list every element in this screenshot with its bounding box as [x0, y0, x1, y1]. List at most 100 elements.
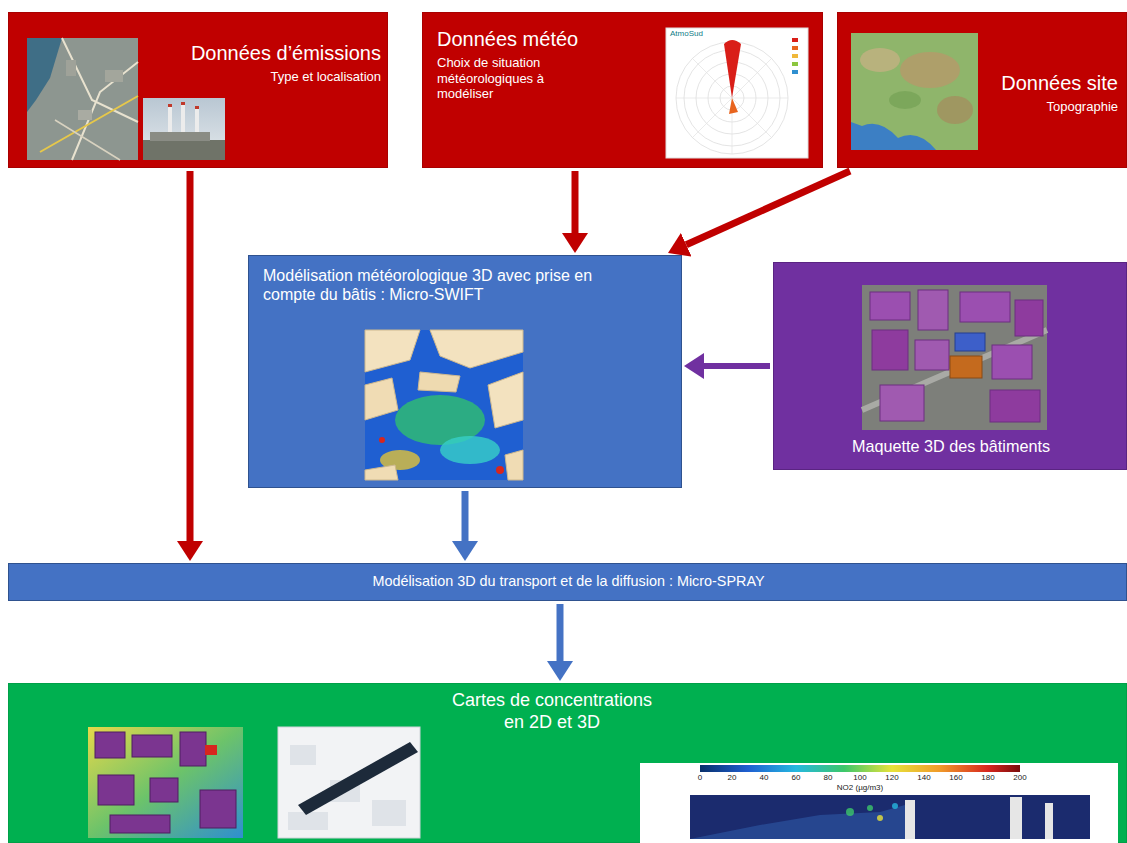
model-box: Modélisation météorologique 3D avec pris… — [248, 255, 682, 488]
text-block: Données météoChoix de situation météorol… — [437, 27, 657, 102]
output-band: Cartes de concentrations en 2D et 3D — [8, 683, 1127, 843]
wind-rose-chart-part — [696, 62, 768, 134]
building-3d-model-part — [1015, 300, 1043, 336]
cross-section-plane-view — [278, 727, 420, 838]
wind-rose-chart-part — [720, 86, 744, 110]
flow-arrow — [187, 171, 194, 541]
topography-map-part — [900, 52, 960, 88]
text-block: Données siteTopographie — [984, 71, 1118, 115]
colorbar-tick: 100 — [853, 774, 866, 783]
building-3d-model-part — [862, 285, 1047, 430]
building-3d-model-part — [872, 330, 908, 370]
topography-map-part — [889, 91, 921, 109]
wind-field-3d-view-part — [440, 436, 500, 464]
box-heading: Modélisation 3D du transport et de la di… — [9, 573, 1127, 590]
text-block: Maquette 3D des bâtiments — [774, 437, 1127, 456]
concentration-map-2d-part — [132, 735, 172, 757]
wind-rose-chart-part — [684, 50, 780, 146]
wind-field-3d-view-part — [365, 330, 523, 480]
vertical-concentration-section-part — [690, 795, 1090, 839]
building-3d-model-part — [862, 330, 1047, 410]
colorbar-tick: 60 — [792, 774, 801, 783]
flow-arrow — [572, 171, 579, 233]
building-3d-model-part — [990, 390, 1040, 422]
box-heading: Données météo — [437, 27, 657, 51]
cross-section-plane-view-part — [288, 812, 328, 830]
vertical-concentration-section-part — [640, 763, 1118, 843]
wind-rose-chart-part — [666, 28, 808, 158]
box-subtitle: Choix de situation météorologiques à mod… — [437, 55, 565, 102]
cross-section-plane-view-part — [290, 745, 316, 765]
box-heading: Cartes de concentrations en 2D et 3D — [441, 690, 663, 733]
chimney-photo-part — [150, 132, 210, 141]
topography-map-part — [851, 33, 978, 150]
wind-field-3d-view-part — [496, 466, 504, 474]
input-box: Données siteTopographie — [837, 12, 1127, 168]
chimney-photo-part — [168, 104, 172, 140]
cross-section-plane-view-part — [278, 727, 420, 838]
concentration-map-2d-part — [205, 745, 217, 755]
wind-field-3d-view-part — [380, 450, 420, 470]
wind-field-3d-view-part — [365, 465, 398, 480]
wind-field-3d-view-part — [365, 330, 420, 372]
flow-arrow — [686, 171, 850, 245]
topography-map-part — [851, 33, 978, 150]
wind-rose-chart — [666, 28, 808, 158]
vertical-concentration-section-part — [1045, 803, 1053, 839]
colorbar-tick: 20 — [728, 774, 737, 783]
vertical-concentration-section-part — [892, 803, 898, 809]
building-3d-model-part — [880, 385, 924, 421]
box-heading: Données site — [984, 71, 1118, 95]
concentration-map-2d-part — [95, 732, 125, 758]
chimney-photo-part — [195, 106, 199, 109]
building-3d-model-part — [950, 356, 982, 378]
wind-rose-chart-part — [708, 74, 756, 122]
chimney-photo-part — [143, 140, 225, 160]
building-3d-model-part — [870, 292, 910, 320]
topography-map — [851, 33, 978, 150]
colorbar-tick: 120 — [885, 774, 898, 783]
model-band: Modélisation 3D du transport et de la di… — [8, 563, 1127, 601]
building-3d-model-part — [992, 345, 1032, 379]
wind-field-3d-view-part — [488, 372, 523, 428]
colorbar-tick: 160 — [949, 774, 962, 783]
colorbar-tick: 180 — [981, 774, 994, 783]
chimney-photo-part — [181, 102, 185, 140]
building-3d-model — [862, 285, 1047, 430]
concentration-map-2d-part — [200, 790, 236, 828]
concentration-map-2d — [88, 727, 243, 838]
aerial-map-photo-part — [27, 38, 138, 160]
vertical-concentration-section-part — [905, 800, 915, 839]
concentration-map-2d-part — [180, 732, 206, 766]
input-box: Données d’émissionsType et localisation — [8, 12, 388, 168]
colorbar-tick: 0 — [698, 774, 702, 783]
wind-field-3d-view-part — [395, 395, 485, 445]
flow-arrow — [557, 604, 564, 661]
aerial-map-photo-part — [78, 110, 92, 120]
aerial-map-photo-part — [62, 38, 138, 122]
box-heading: Données d’émissions — [167, 41, 381, 65]
colorbar-tick: 200 — [1013, 774, 1026, 783]
flow-arrow — [704, 363, 770, 369]
logo-text: AtmoSud — [670, 30, 703, 39]
wind-rose-chart-part — [724, 40, 741, 98]
box-subtitle: Topographie — [984, 99, 1118, 115]
building-3d-model-part — [918, 290, 948, 330]
aerial-map-photo-part — [40, 96, 138, 152]
wind-rose-chart-part — [676, 42, 788, 154]
building-3d-model-part — [960, 292, 1010, 322]
aerial-map-photo — [27, 38, 138, 160]
wind-rose-chart-part — [792, 38, 798, 42]
chimney-photo-part — [143, 98, 225, 160]
wind-field-3d-view-part — [379, 437, 385, 443]
wind-rose-chart-part — [792, 46, 798, 50]
wind-rose-chart-part — [792, 62, 798, 66]
colorbar-tick: 80 — [824, 774, 833, 783]
wind-rose-chart-part — [729, 98, 738, 114]
colorbar-tick: 40 — [760, 774, 769, 783]
wind-field-3d-view-part — [418, 372, 460, 392]
text-block: Modélisation météorologique 3D avec pris… — [263, 266, 593, 304]
wind-field-3d-view-part — [505, 450, 523, 480]
